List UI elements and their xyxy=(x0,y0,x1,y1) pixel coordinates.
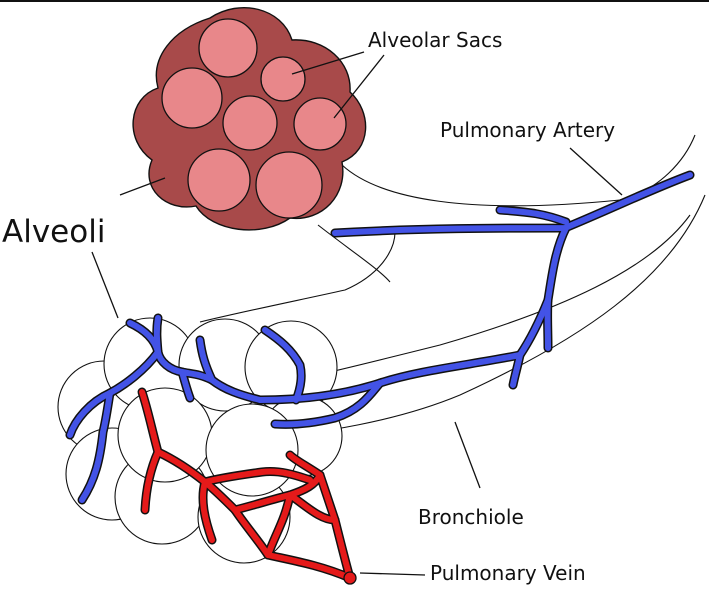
alveolar-sacs-leader-2 xyxy=(333,54,385,119)
bronchiole-label: Bronchiole xyxy=(418,505,524,529)
pulmonary-vein-label: Pulmonary Vein xyxy=(430,561,586,585)
pulmonary-vein-leader xyxy=(359,572,426,576)
alveoli-leader xyxy=(91,251,119,319)
alveolar-sacs-label: Alveolar Sacs xyxy=(368,28,502,52)
alveoli-sac-leader xyxy=(119,177,166,196)
alveolar-sacs-leader-1 xyxy=(291,51,365,75)
pulmonary-artery-label: Pulmonary Artery xyxy=(440,118,615,142)
leader-lines xyxy=(91,51,623,576)
pulmonary-artery-leader xyxy=(569,147,623,196)
alveoli-label: Alveoli xyxy=(2,214,105,250)
pulmonary-artery-vessels xyxy=(65,170,695,505)
bronchiole-leader xyxy=(454,421,481,489)
pulmonary-vein-vessels xyxy=(137,387,357,585)
alveolar-sacs-cluster xyxy=(132,6,367,231)
